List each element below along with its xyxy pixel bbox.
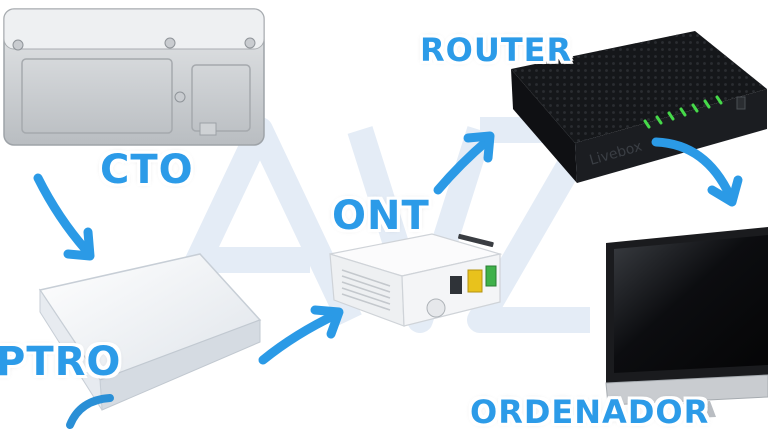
- ordenador-device: [605, 227, 768, 419]
- arrow-ont-to-router: [433, 131, 495, 195]
- ont-device: [329, 233, 503, 327]
- label-ont: ONT: [332, 193, 430, 239]
- label-router: ROUTER: [420, 31, 573, 69]
- label-cto: CTO: [100, 147, 194, 193]
- label-ordenador: ORDENADOR: [470, 393, 710, 431]
- label-ptro: PTRO: [0, 339, 122, 385]
- arrow-cto-to-ptro: [33, 173, 95, 261]
- ptro-device: [38, 253, 262, 429]
- arrow-ptro-to-ont: [258, 305, 344, 365]
- router-device: Livebox: [511, 31, 767, 183]
- arrow-router-to-ordenador: [651, 137, 743, 207]
- cto-device: [3, 8, 265, 146]
